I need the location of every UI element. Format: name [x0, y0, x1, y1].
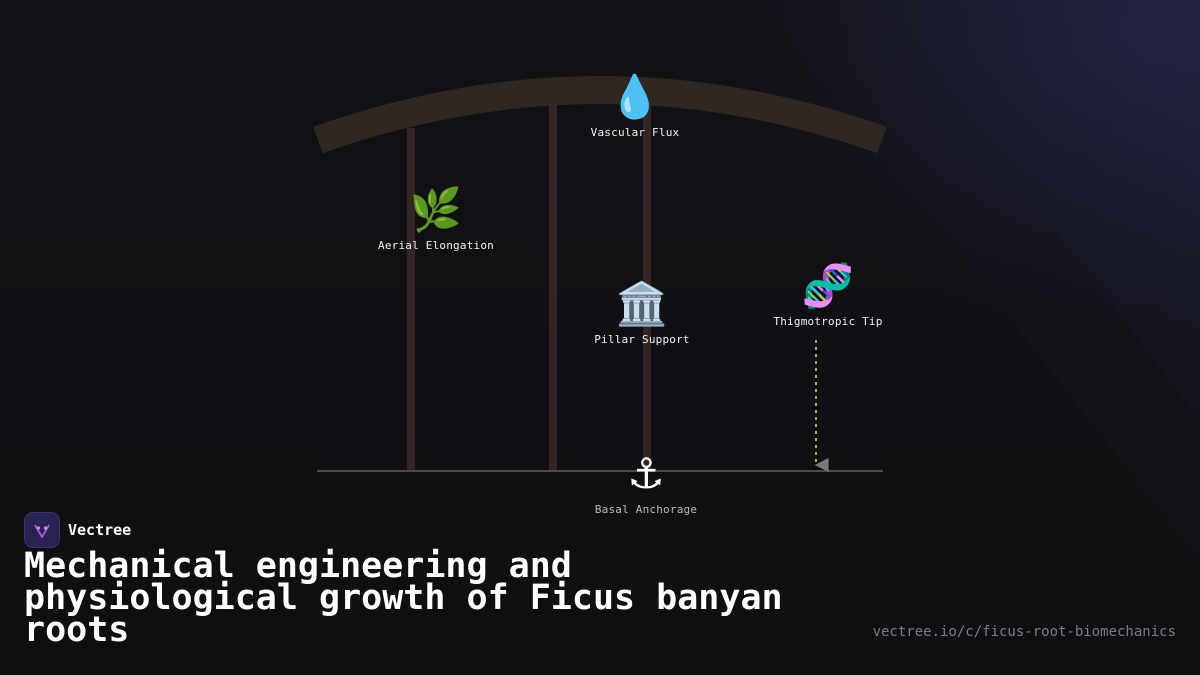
canopy-branch: [313, 76, 887, 154]
node-label: Basal Anchorage: [594, 503, 698, 516]
node-thigmotropic-tip: 🧬 Thigmotropic Tip: [773, 261, 882, 328]
source-url[interactable]: vectree.io/c/ficus-root-biomechanics: [872, 624, 1176, 640]
classical-building-icon: 🏛️: [615, 279, 669, 328]
aerial-root-right: [643, 104, 651, 471]
aerial-root-middle: [549, 104, 557, 471]
brand: Vectree: [24, 512, 131, 548]
node-basal-anchorage: ⚓ Basal Anchorage: [595, 449, 697, 516]
brand-name: Vectree: [68, 521, 132, 539]
vectree-logo-icon: [24, 512, 60, 548]
node-pillar-support: 🏛️ Pillar Support: [594, 279, 690, 346]
page-title: Mechanical engineering and physiological…: [24, 546, 783, 650]
node-vascular-flux: 💧 Vascular Flux: [591, 72, 680, 139]
node-label: Vascular Flux: [590, 126, 680, 139]
node-label: Aerial Elongation: [378, 239, 494, 252]
anchor-icon: ⚓: [627, 449, 665, 498]
herb-icon: 🌿: [409, 185, 463, 234]
droplet-icon: 💧: [608, 72, 662, 121]
node-label: Pillar Support: [594, 333, 690, 346]
dna-icon: 🧬: [801, 261, 855, 310]
node-label: Thigmotropic Tip: [773, 315, 883, 328]
aerial-root-left: [407, 128, 415, 471]
node-aerial-elongation: 🌿 Aerial Elongation: [378, 185, 494, 252]
